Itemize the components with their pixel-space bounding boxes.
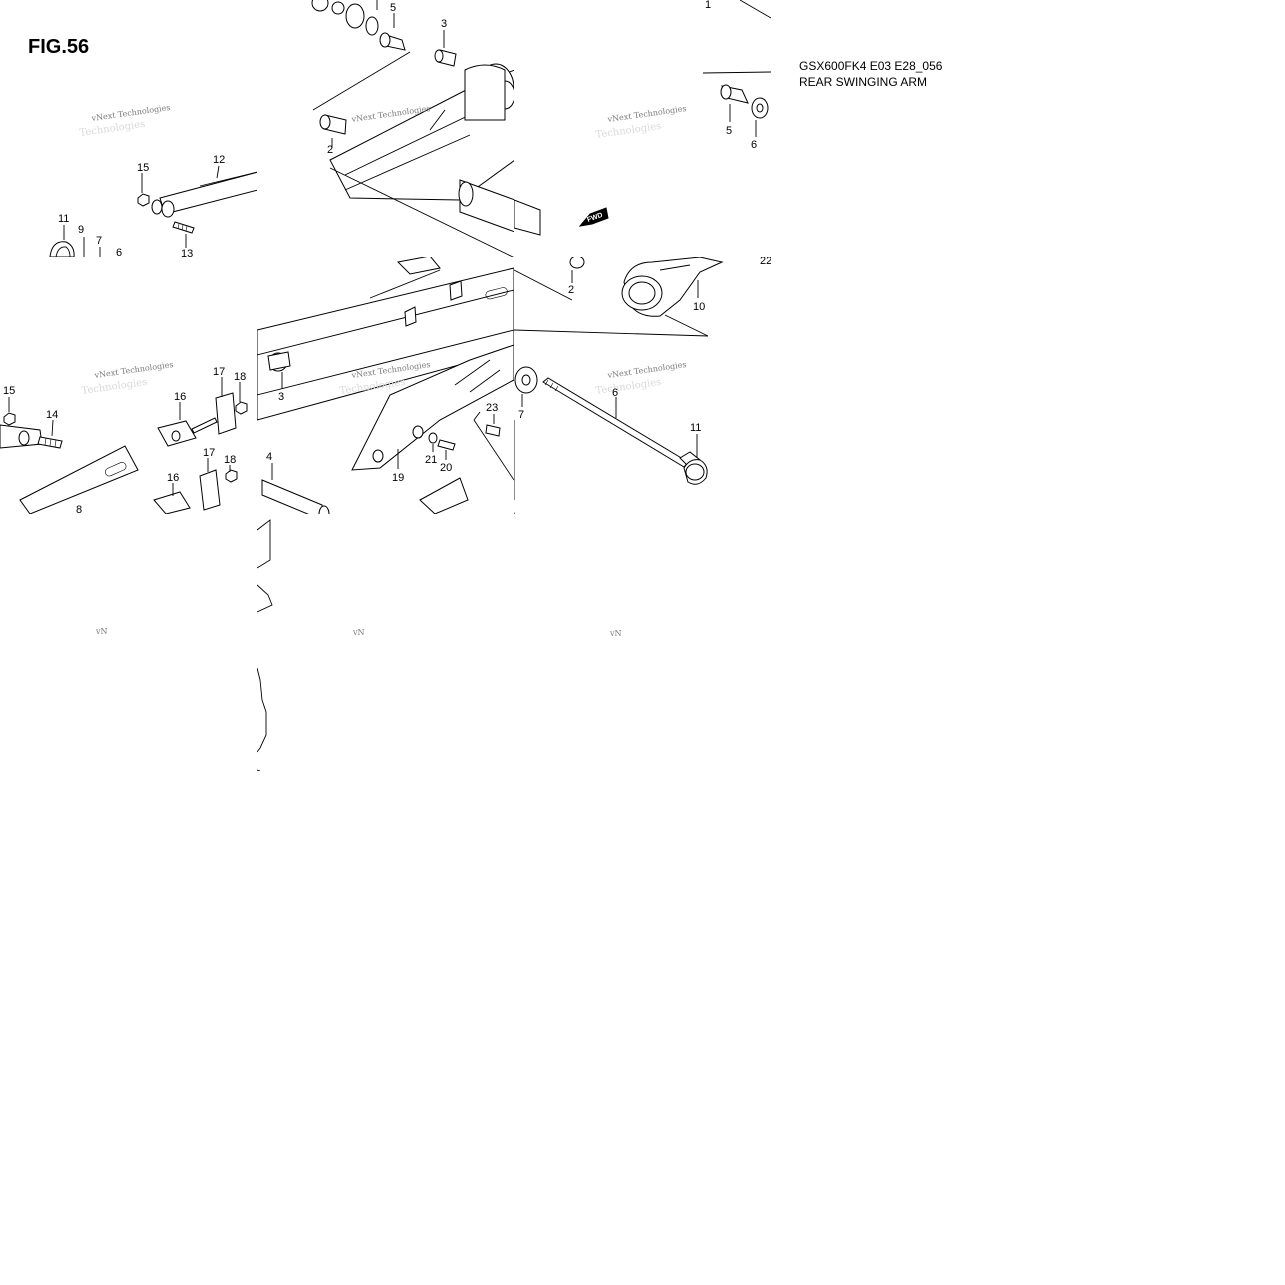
watermark-text-faint: Technologies (81, 377, 148, 397)
panel-chain-adjuster-left: vNext Technologies Technologies 15 14 17… (0, 360, 248, 516)
callout-2: 2 (568, 284, 574, 296)
callout-6: 6 (751, 139, 757, 151)
callout-15: 15 (137, 162, 149, 174)
section-title: REAR SWINGING ARM (799, 75, 928, 89)
callout-13: 13 (181, 248, 193, 260)
callout-22: 22 (760, 255, 772, 267)
watermark-text: vNext Technologies (93, 360, 174, 380)
callout-10: 10 (693, 301, 705, 313)
panel-lower-strip (257, 519, 273, 771)
callout-18: 18 (224, 454, 236, 466)
watermark-text: vNext Technologies (606, 360, 687, 380)
callout-22: 22 (503, 510, 515, 522)
callout-15: 15 (3, 385, 15, 397)
callout-16: 16 (174, 391, 186, 403)
callout-6: 6 (116, 247, 122, 259)
panel-swingarm-body: vNext Technologies Technologies 3 4 19 2… (257, 257, 514, 514)
watermark-fragment: vN (95, 627, 108, 636)
watermark-text-faint: Technologies (79, 119, 146, 139)
figure-label: FIG.56 (28, 36, 90, 58)
callout-4: 4 (266, 451, 272, 463)
callout-3: 3 (441, 18, 447, 30)
watermark-text-faint: Technologies (595, 121, 662, 141)
watermark-text: vNext Technologies (606, 104, 687, 124)
callout-7: 7 (96, 235, 102, 247)
callout-20: 20 (440, 462, 452, 474)
panel-pivot-spacers: FWD vNext Technologies Technologies 1 5 … (514, 0, 771, 236)
callout-11: 11 (58, 213, 69, 225)
callout-7: 7 (518, 409, 524, 421)
callout-21: 21 (425, 454, 437, 466)
callout-8: 8 (76, 504, 82, 516)
callout-19: 19 (392, 472, 404, 484)
callout-9: 9 (78, 224, 84, 236)
watermark-fragment: vN (609, 629, 622, 638)
callout-17: 17 (203, 447, 215, 459)
callout-1: 1 (705, 0, 711, 11)
callout-16: 16 (167, 472, 179, 484)
model-code: GSX600FK4 E03 E28_056 (799, 59, 943, 73)
callout-12: 12 (213, 154, 225, 166)
panel-pivot-shaft: vNext Technologies Technologies 2 10 22 … (503, 255, 772, 522)
watermark-fragment: vN (352, 628, 365, 637)
callout-5: 5 (390, 2, 396, 14)
watermark-text-faint: Technologies (595, 377, 662, 397)
callout-18: 18 (234, 371, 246, 383)
callout-23: 23 (486, 402, 498, 414)
callout-2: 2 (327, 144, 333, 156)
callout-14: 14 (46, 409, 58, 421)
callout-6: 6 (612, 387, 618, 399)
panel-chain-adjuster-top: vNext Technologies Technologies 15 12 11… (49, 103, 257, 260)
callout-11: 11 (690, 422, 701, 434)
callout-17: 17 (213, 366, 225, 378)
callout-5: 5 (726, 125, 732, 137)
panel-swingarm-pivot: vNext Technologies 5 3 2 (311, 0, 514, 257)
callout-3: 3 (278, 391, 284, 403)
